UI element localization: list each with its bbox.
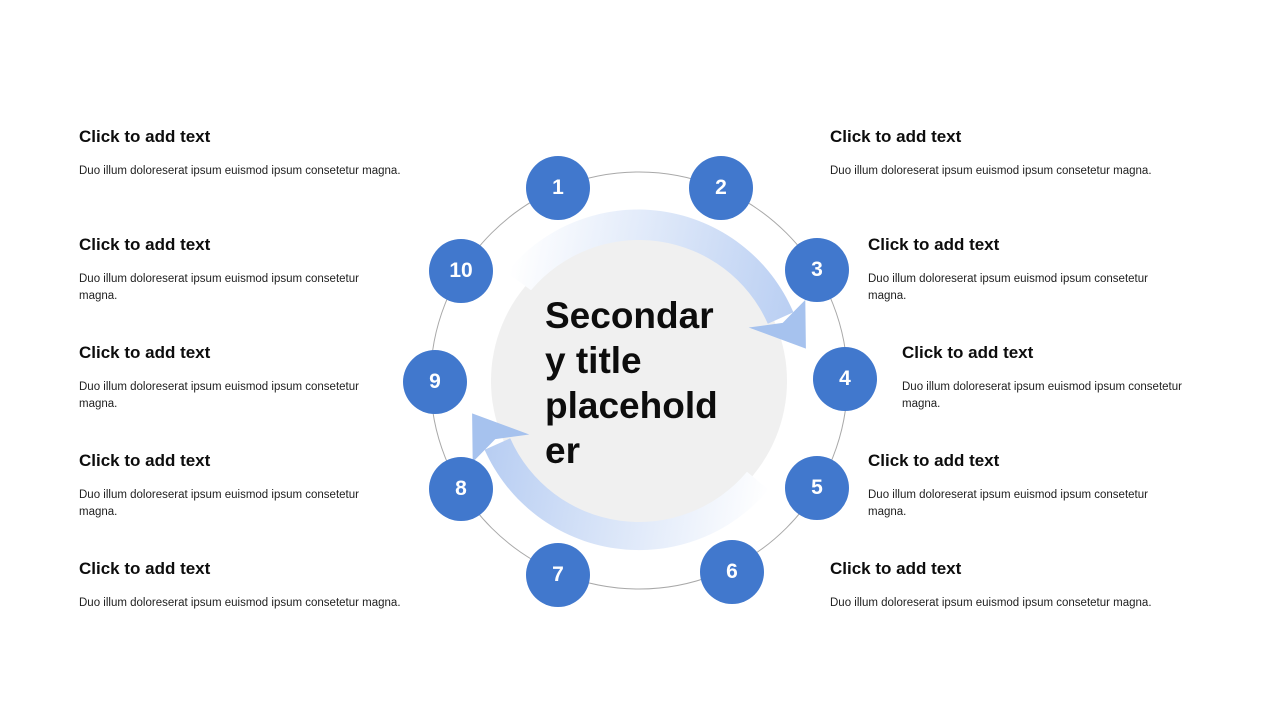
block-heading: Click to add text bbox=[902, 343, 1034, 362]
cycle-node-7[interactable]: 7 bbox=[526, 543, 590, 607]
block-heading: Click to add text bbox=[79, 559, 211, 578]
right-text-block-4[interactable]: Click to add text Duo illum doloreserat … bbox=[868, 450, 1178, 521]
block-body: Duo illum doloreserat ipsum euismod ipsu… bbox=[868, 273, 1148, 302]
center-circle bbox=[491, 233, 787, 529]
block-heading: Click to add text bbox=[79, 127, 211, 146]
title-line: Secondar bbox=[545, 295, 714, 336]
secondary-title-placeholder[interactable]: Secondar y title placehold er bbox=[545, 293, 718, 473]
block-body: Duo illum doloreserat ipsum euismod ipsu… bbox=[79, 273, 359, 302]
cycle-node-10[interactable]: 10 bbox=[429, 239, 493, 303]
top-arrow-band bbox=[506, 209, 794, 324]
block-heading: Click to add text bbox=[868, 451, 1000, 470]
left-text-block-1[interactable]: Click to add text Duo illum doloreserat … bbox=[79, 126, 459, 180]
block-heading: Click to add text bbox=[868, 235, 1000, 254]
cycle-node-8[interactable]: 8 bbox=[429, 457, 493, 521]
block-body: Duo illum doloreserat ipsum euismod ipsu… bbox=[830, 165, 1152, 177]
cycle-node-3[interactable]: 3 bbox=[785, 238, 849, 302]
left-text-block-4[interactable]: Click to add text Duo illum doloreserat … bbox=[79, 450, 389, 521]
block-heading: Click to add text bbox=[830, 127, 962, 146]
block-heading: Click to add text bbox=[830, 559, 962, 578]
block-body: Duo illum doloreserat ipsum euismod ipsu… bbox=[79, 381, 359, 410]
title-line: er bbox=[545, 430, 580, 471]
cycle-node-6[interactable]: 6 bbox=[700, 540, 764, 604]
block-heading: Click to add text bbox=[79, 343, 211, 362]
block-body: Duo illum doloreserat ipsum euismod ipsu… bbox=[79, 165, 401, 177]
title-line: y title bbox=[545, 340, 642, 381]
right-text-block-3[interactable]: Click to add text Duo illum doloreserat … bbox=[902, 342, 1212, 413]
cycle-node-5[interactable]: 5 bbox=[785, 456, 849, 520]
left-text-block-5[interactable]: Click to add text Duo illum doloreserat … bbox=[79, 558, 459, 612]
left-text-block-3[interactable]: Click to add text Duo illum doloreserat … bbox=[79, 342, 389, 413]
block-heading: Click to add text bbox=[79, 235, 211, 254]
cycle-node-4[interactable]: 4 bbox=[813, 347, 877, 411]
cycle-node-1[interactable]: 1 bbox=[526, 156, 590, 220]
bottom-arrow-head-icon bbox=[472, 413, 530, 463]
top-arrow-head-icon bbox=[748, 299, 806, 349]
cycle-node-9[interactable]: 9 bbox=[403, 350, 467, 414]
right-text-block-1[interactable]: Click to add text Duo illum doloreserat … bbox=[830, 126, 1210, 180]
bottom-arrow-band bbox=[484, 438, 769, 551]
right-text-block-2[interactable]: Click to add text Duo illum doloreserat … bbox=[868, 234, 1178, 305]
block-body: Duo illum doloreserat ipsum euismod ipsu… bbox=[79, 489, 359, 518]
block-body: Duo illum doloreserat ipsum euismod ipsu… bbox=[830, 597, 1152, 609]
block-body: Duo illum doloreserat ipsum euismod ipsu… bbox=[868, 489, 1148, 518]
block-body: Duo illum doloreserat ipsum euismod ipsu… bbox=[79, 597, 401, 609]
cycle-node-2[interactable]: 2 bbox=[689, 156, 753, 220]
right-text-block-5[interactable]: Click to add text Duo illum doloreserat … bbox=[830, 558, 1210, 612]
title-line: placehold bbox=[545, 385, 718, 426]
block-heading: Click to add text bbox=[79, 451, 211, 470]
block-body: Duo illum doloreserat ipsum euismod ipsu… bbox=[902, 381, 1182, 410]
left-text-block-2[interactable]: Click to add text Duo illum doloreserat … bbox=[79, 234, 389, 305]
